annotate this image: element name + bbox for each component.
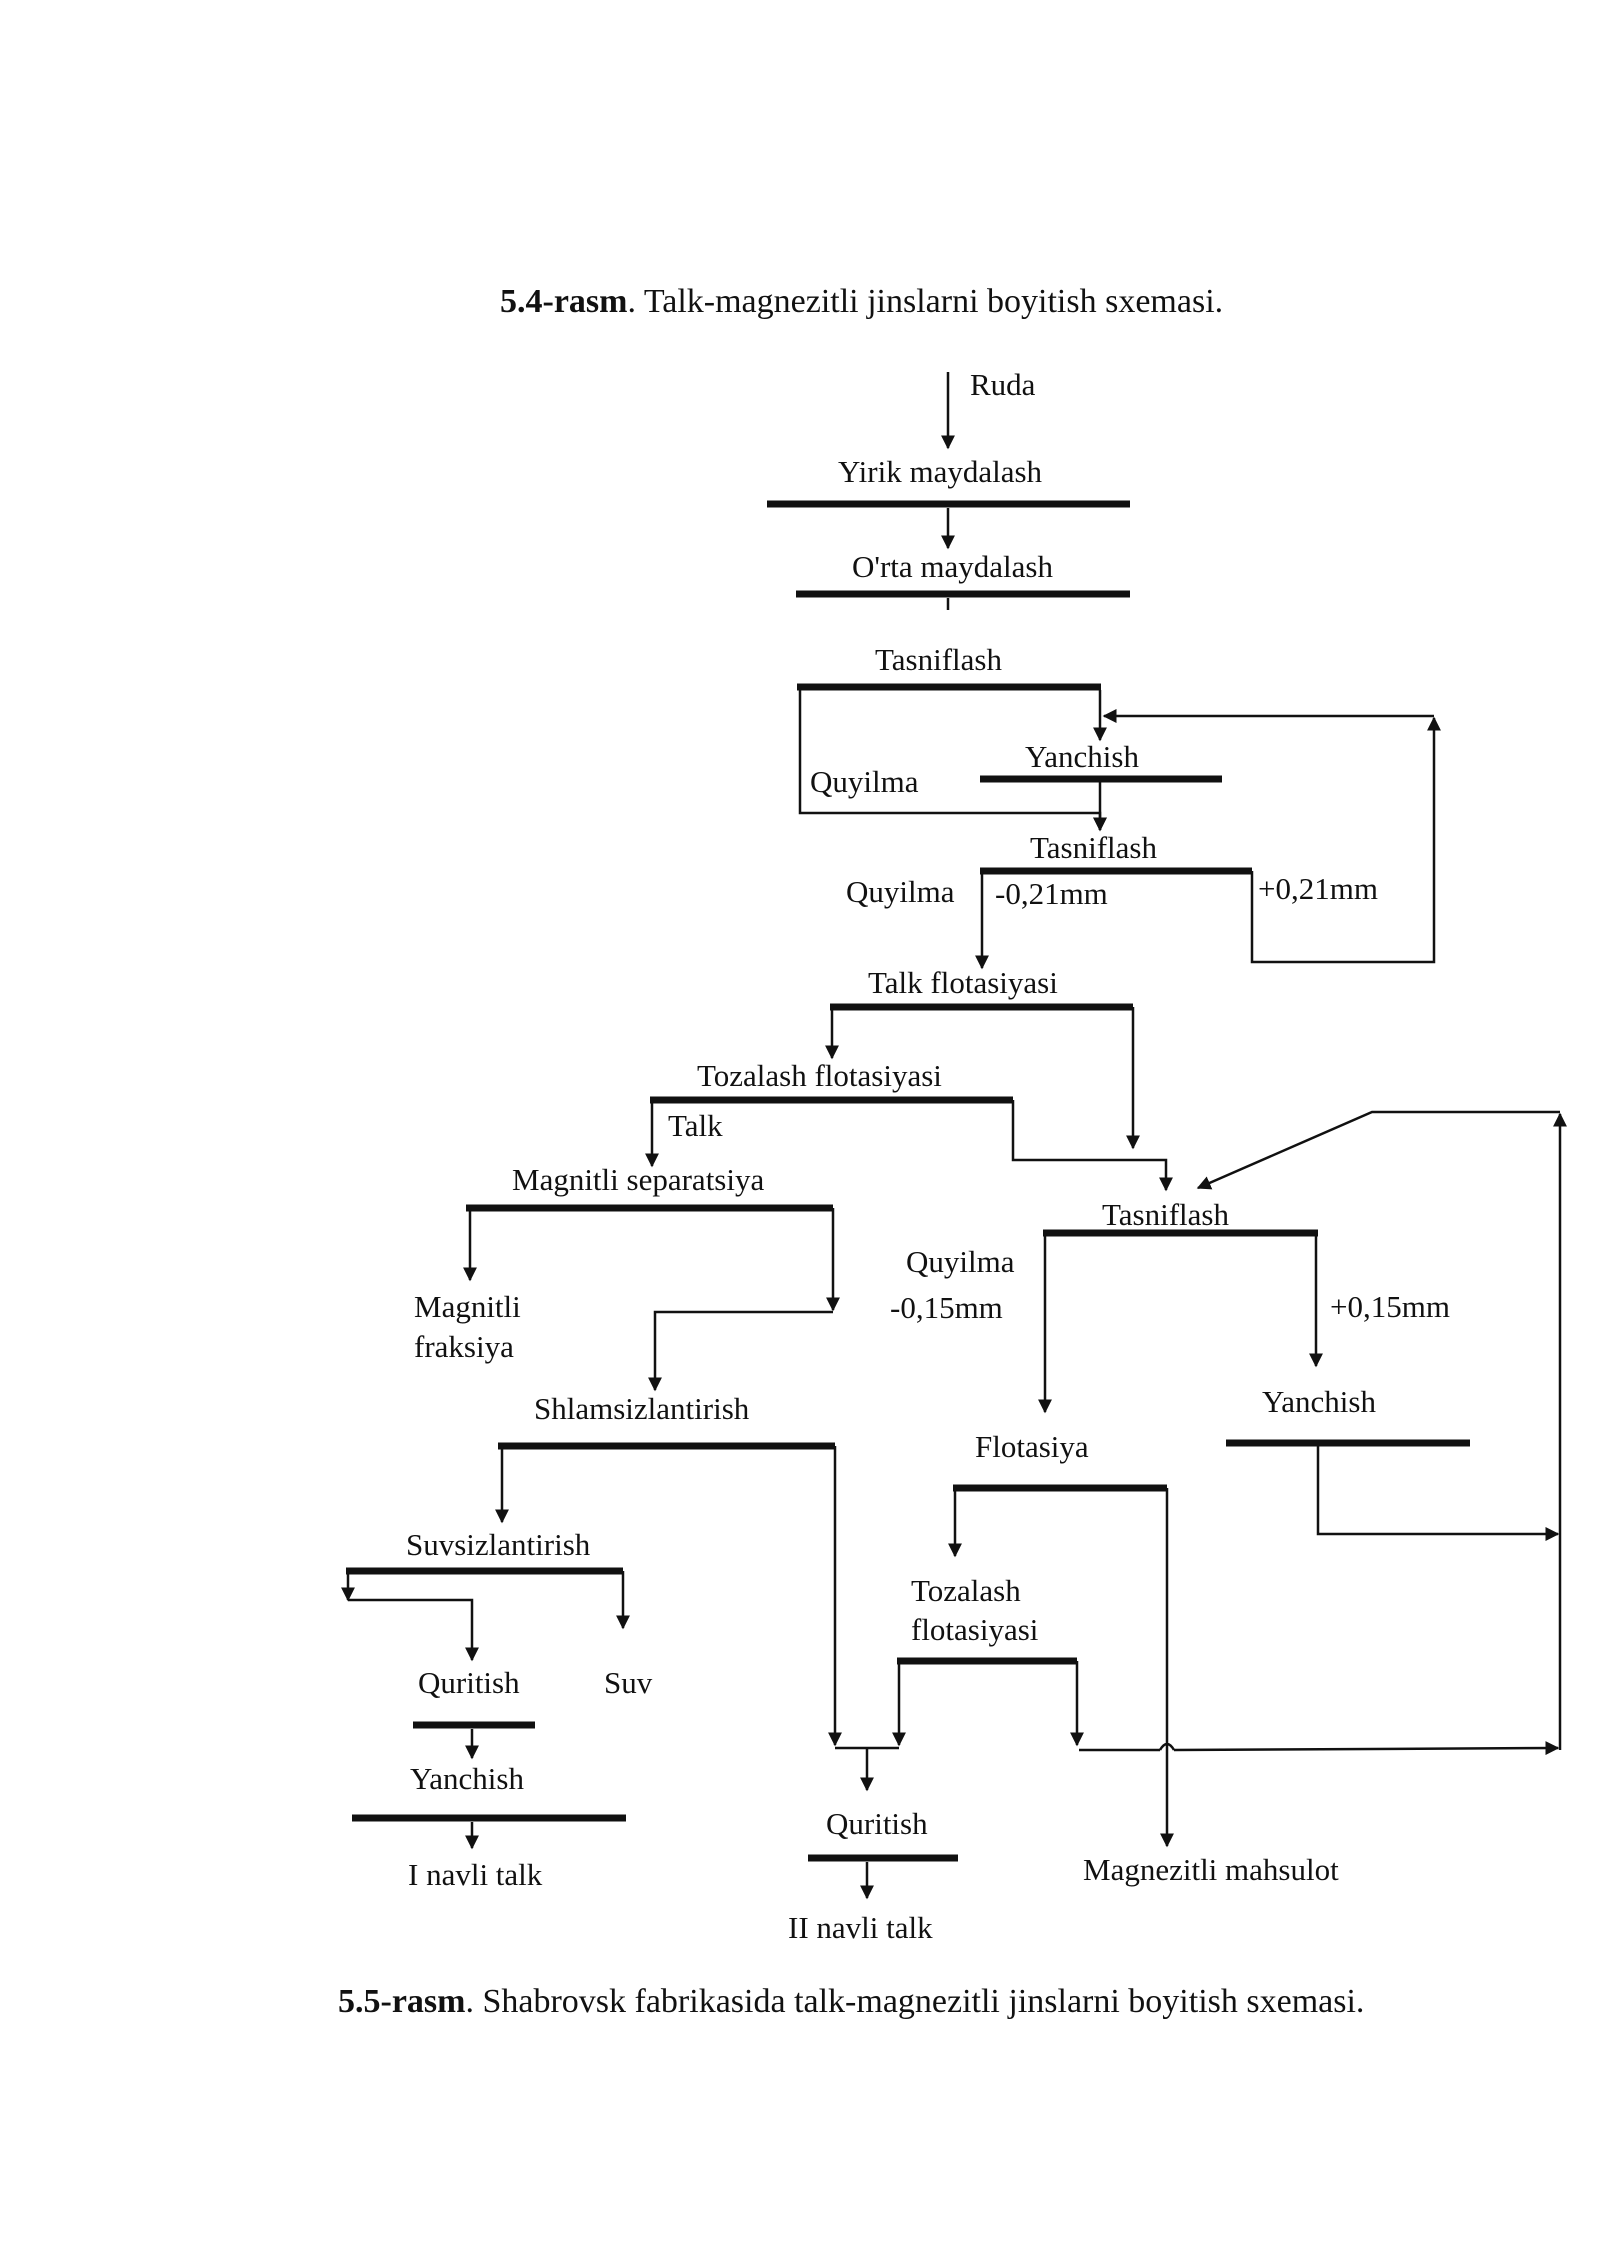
label-yirik-maydalash: Yirik maydalash [838,454,1043,489]
label-yanchish-2: Yanchish [1262,1384,1376,1419]
label-talk-flotatsiyasi: Talk flotasiyasi [868,965,1058,1000]
line-recycle-015-top [1196,1110,1560,1190]
label-magnezitli-mahsulot: Magnezitli mahsulot [1083,1852,1339,1887]
label-flotatsiya: Flotasiya [975,1429,1089,1464]
caption-top-label: 5.4-rasm [500,283,628,320]
label-quritish-1: Quritish [418,1665,520,1700]
caption-top: 5.4-rasm. Talk-magnezitli jinslarni boyi… [500,283,1223,321]
caption-bottom-text: . Shabrovsk fabrikasida talk-magnezitli … [465,1983,1365,2020]
label-tozalash-flotatsiyasi-2b: flotasiyasi [911,1612,1039,1647]
label-suv: Suv [604,1665,653,1700]
label-quyilma-3: Quyilma [906,1244,1015,1279]
line-tozalash1-tail [1011,1100,1173,1192]
label-yanchish-3: Yanchish [410,1761,524,1796]
line-crossover [1158,1742,1176,1751]
line-yanchish2-tail [1316,1446,1560,1541]
flow-lines [341,372,1567,1900]
arrow-to-shlamsiz [648,1310,833,1392]
arrow-recycle-right [1173,1741,1560,1756]
label-tasniflash-3: Tasniflash [1102,1197,1229,1232]
label-tozalash-flotatsiyasi-1: Tozalash flotasiyasi [697,1058,942,1093]
label-ruda: Ruda [970,367,1036,402]
label-ii-navli-talk: II navli talk [788,1910,933,1945]
label-talk: Talk [668,1108,723,1143]
label-magnitli-fraksiya-2: fraksiya [414,1329,514,1364]
label-magnitli-separatsiya: Magnitli separatsiya [512,1162,764,1197]
process-bars [346,500,1470,1862]
label-tozalash-flotatsiyasi-2a: Tozalash [911,1573,1021,1608]
label-tasniflash-2: Tasniflash [1030,830,1157,865]
label-yanchish-1: Yanchish [1025,739,1139,774]
caption-top-text: . Talk-magnezitli jinslarni boyitish sxe… [627,283,1224,320]
label-suvsizlantirish: Suvsizlantirish [406,1527,591,1562]
caption-bottom-label: 5.5-rasm [338,1983,466,2020]
label-orta-maydalash: O'rta maydalash [852,549,1053,584]
label-plus-015: +0,15mm [1330,1289,1450,1324]
label-i-navli-talk: I navli talk [408,1857,543,1892]
arrow-to-quritish-1 [348,1598,479,1662]
label-minus-015: -0,15mm [890,1290,1003,1325]
diagram-labels: Ruda Yirik maydalash O'rta maydalash Tas… [406,367,1450,1945]
caption-bottom: 5.5-rasm. Shabrovsk fabrikasida talk-mag… [338,1983,1364,2021]
label-minus-021: -0,21mm [995,876,1108,911]
label-quyilma-2: Quyilma [846,874,955,909]
label-shlamsizlantirish: Shlamsizlantirish [534,1391,750,1426]
label-quritish-2: Quritish [826,1806,928,1841]
label-tasniflash-1: Tasniflash [875,642,1002,677]
label-plus-021: +0,21mm [1258,871,1378,906]
label-quyilma-1: Quyilma [810,764,919,799]
line-recycle-021 [1250,716,1441,964]
label-magnitli-fraksiya-1: Magnitli [414,1289,521,1324]
